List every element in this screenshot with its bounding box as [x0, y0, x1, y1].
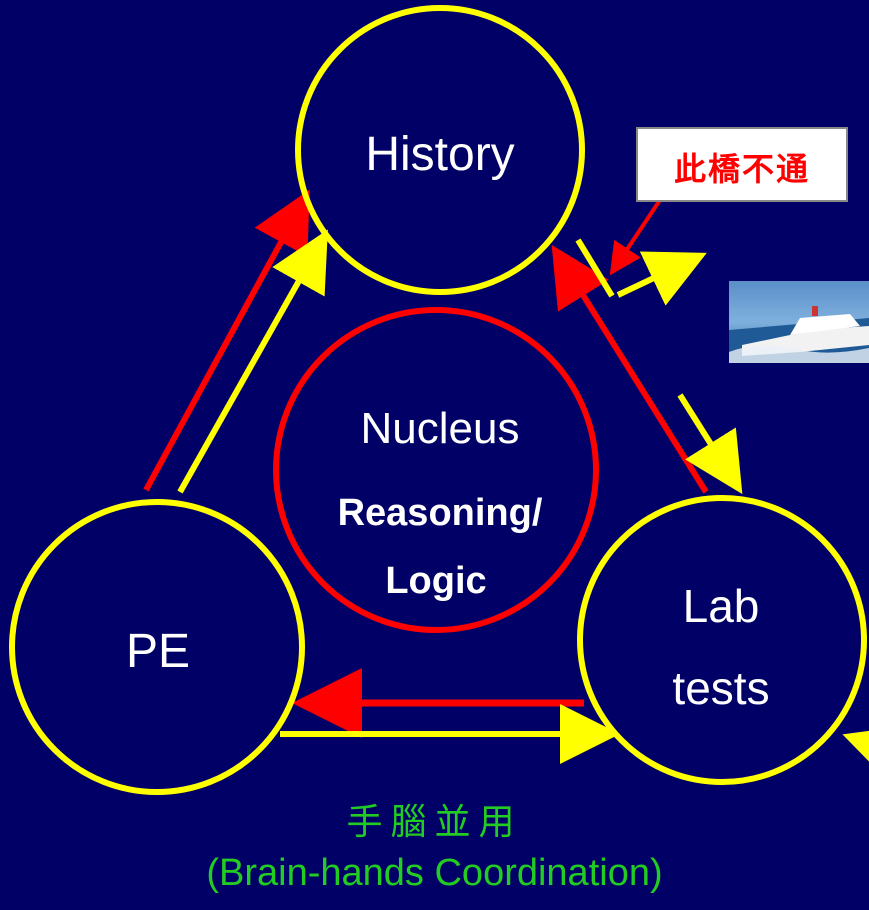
arrow-pe-to-history-yellow [177, 229, 328, 494]
arrows [143, 189, 869, 767]
arrow-to-lab-yellow [677, 393, 743, 495]
lab-label: Lab [683, 580, 760, 632]
caption-chinese: 手腦並用 [346, 802, 523, 843]
arrow-detour-yellow [616, 251, 707, 306]
caption-english: (Brain-hands Coordination) [206, 852, 663, 894]
tests-label: tests [672, 662, 769, 714]
arrow-history-to-lab-yellow-broken [575, 238, 615, 298]
cruise-ship-image [729, 281, 869, 363]
nucleus-title: Nucleus [361, 404, 520, 453]
arrow-incoming-right-yellow [842, 728, 869, 767]
nucleus-logic-label: Logic [385, 560, 486, 602]
lab-tests-node [577, 495, 867, 785]
callout-text: 此橋不通 [674, 150, 810, 188]
callout-box: 此橋不通 [636, 127, 848, 202]
nucleus-node [273, 307, 599, 633]
callout-frame [636, 127, 848, 202]
pe-label: PE [126, 625, 190, 678]
history-node [295, 5, 585, 295]
history-label: History [365, 128, 514, 181]
pe-node [9, 499, 305, 795]
arrow-lab-to-history-red [551, 244, 709, 494]
callout-pointer-arrow [609, 198, 662, 276]
nucleus-reasoning-label: Reasoning/ [338, 492, 543, 534]
